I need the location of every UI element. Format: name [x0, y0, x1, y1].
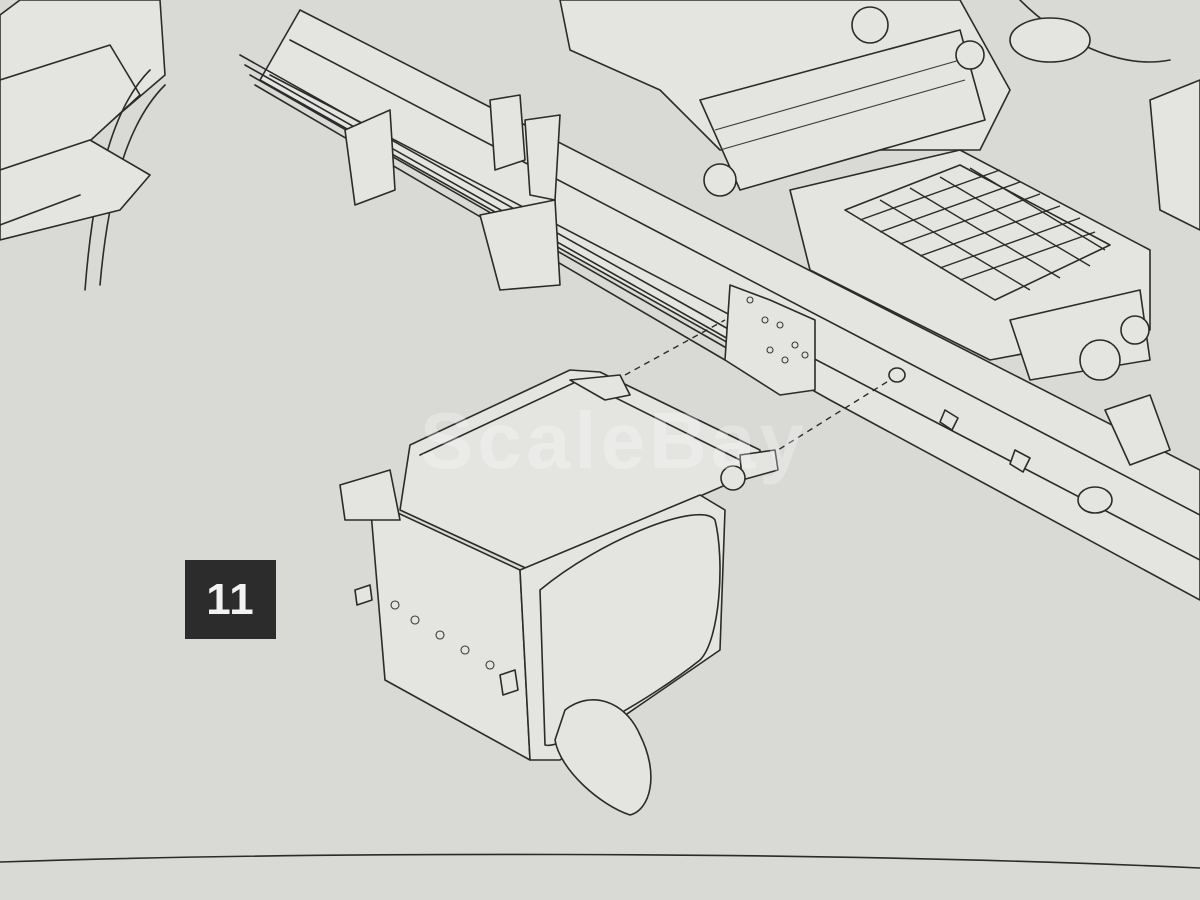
mount-hole — [888, 367, 906, 383]
fuel-tank-part — [339, 369, 779, 816]
frame-hole — [939, 409, 959, 431]
leaf-spring — [239, 54, 731, 361]
mount-pin — [739, 449, 779, 481]
bump-stop — [524, 114, 561, 201]
frame-hole — [1009, 449, 1031, 473]
engine-detail — [559, 0, 1200, 231]
filler-cap — [554, 699, 652, 816]
spring-shackle — [344, 109, 396, 206]
bump-stop — [489, 94, 526, 171]
grated-box — [789, 149, 1171, 466]
left-fender-fragment — [0, 0, 166, 291]
frame-hole — [1077, 486, 1113, 514]
spring-clamp — [479, 199, 561, 291]
step-number-badge: 11 — [185, 560, 276, 639]
mounting-bracket — [724, 284, 816, 396]
mount-pin — [569, 374, 631, 401]
assembly-guide-lines — [624, 319, 891, 456]
page-edge — [0, 853, 1200, 869]
